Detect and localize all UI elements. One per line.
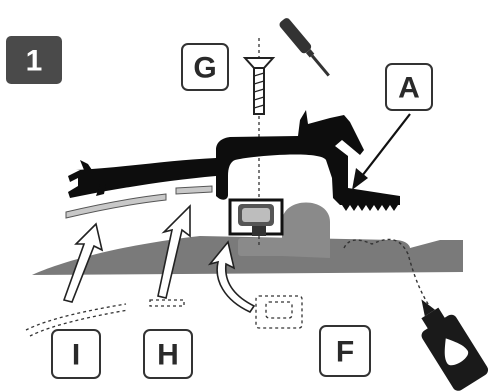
rail-profile [68, 110, 400, 205]
rail-teeth [342, 205, 398, 211]
label-i: I [72, 339, 80, 372]
label-f: F [336, 336, 354, 369]
label-a: A [398, 72, 420, 105]
dashed-strip-i-2 [29, 309, 129, 337]
step-badge: 1 [6, 36, 62, 84]
leader-arrow-a [352, 113, 411, 190]
glue-trail [343, 238, 433, 311]
dashed-strip-h [149, 299, 185, 307]
label-box-i: I [51, 329, 101, 379]
clamp-bracket [228, 198, 284, 236]
label-g: G [193, 52, 216, 85]
arrow-f [207, 240, 256, 314]
step-number: 1 [26, 45, 43, 78]
label-box-f: F [319, 325, 371, 377]
strip-i [65, 193, 167, 219]
label-box-h: H [143, 329, 193, 379]
strip-h [175, 185, 213, 195]
pedestal [238, 238, 298, 256]
label-h: H [157, 339, 179, 372]
label-box-a: A [385, 63, 433, 111]
dashed-bracket-f [255, 295, 303, 329]
rail-fin [80, 160, 106, 196]
arrow-i [62, 222, 104, 303]
glue-bottle-icon [421, 299, 489, 391]
screw-icon [242, 57, 276, 115]
screwdriver-icon [279, 18, 330, 77]
label-box-g: G [181, 43, 229, 91]
dashed-strip-i [25, 303, 127, 331]
arrow-h [157, 204, 191, 299]
